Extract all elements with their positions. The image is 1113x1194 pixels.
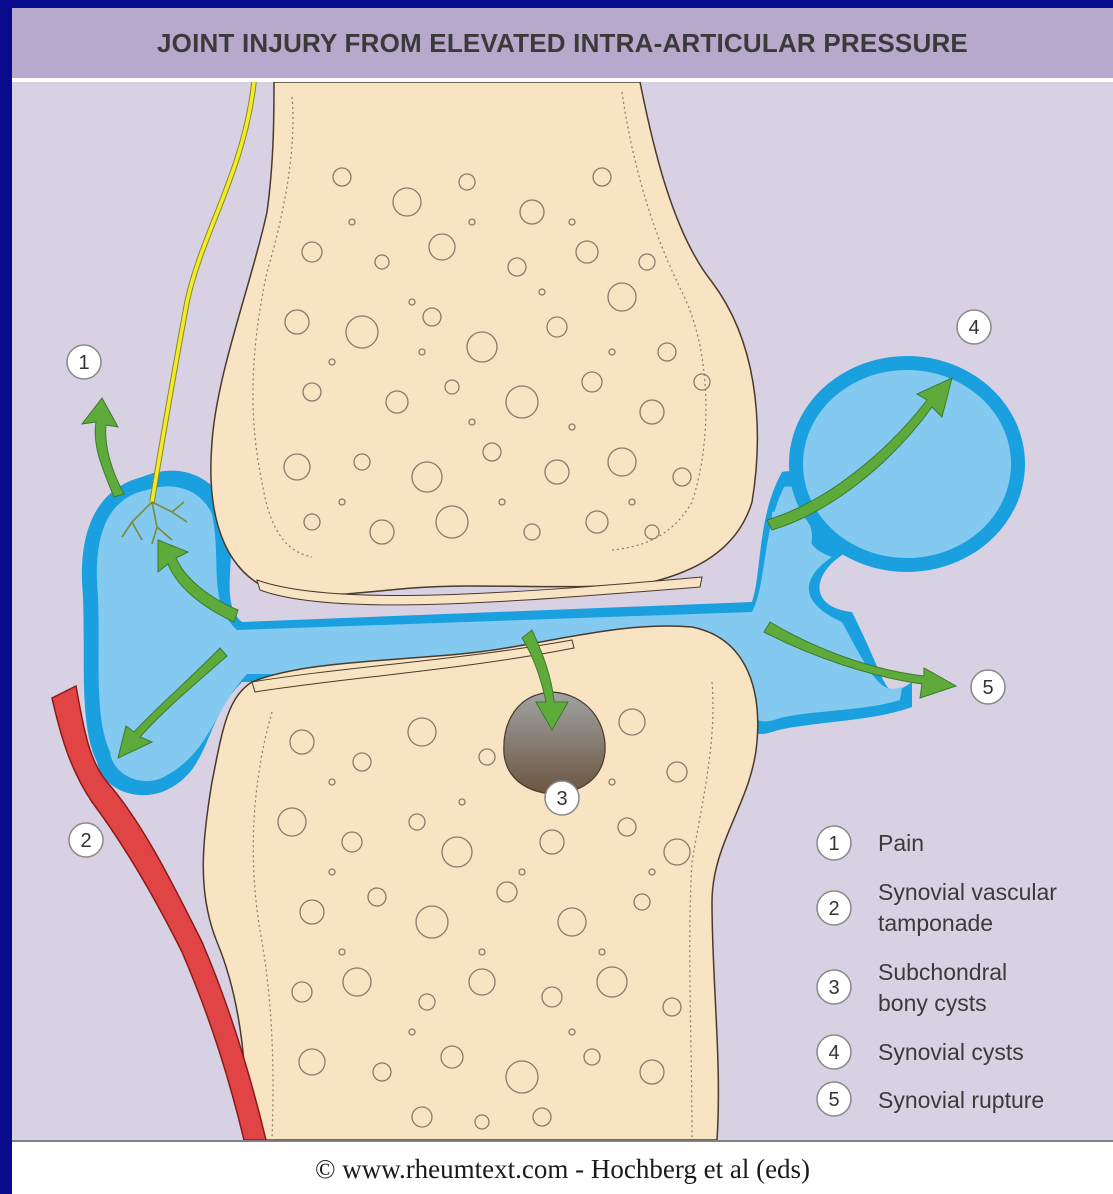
legend-item-3-text-line2: bony cysts bbox=[878, 990, 987, 1016]
callout-5-label: 5 bbox=[982, 677, 993, 699]
legend-item-5-number: 5 bbox=[828, 1089, 839, 1111]
figure-frame: JOINT INJURY FROM ELEVATED INTRA-ARTICUL… bbox=[12, 8, 1113, 1194]
legend-item-1-number: 1 bbox=[828, 833, 839, 855]
upper-bone-shape bbox=[211, 82, 758, 596]
callout-1-label: 1 bbox=[78, 352, 89, 374]
legend-item-4: 4 Synovial cysts bbox=[817, 1035, 1024, 1069]
legend-item-2-text-line2: tamponade bbox=[878, 910, 993, 936]
copyright-text: © www.rheumtext.com - Hochberg et al (ed… bbox=[315, 1154, 810, 1185]
callout-2-label: 2 bbox=[80, 830, 91, 852]
joint-diagram: 1 2 3 4 5 1 Pa bbox=[12, 82, 1113, 1140]
footer: © www.rheumtext.com - Hochberg et al (ed… bbox=[12, 1140, 1113, 1194]
lower-bone-shape bbox=[203, 626, 757, 1140]
figure-title: JOINT INJURY FROM ELEVATED INTRA-ARTICUL… bbox=[157, 28, 968, 59]
callout-4: 4 bbox=[957, 310, 991, 344]
callout-1: 1 bbox=[67, 345, 101, 379]
legend-item-2-text-line1: Synovial vascular bbox=[878, 879, 1057, 905]
synovial-cyst-fluid bbox=[803, 370, 1011, 558]
legend-item-4-number: 4 bbox=[828, 1042, 839, 1064]
title-bar: JOINT INJURY FROM ELEVATED INTRA-ARTICUL… bbox=[12, 8, 1113, 82]
callout-3-label: 3 bbox=[556, 788, 567, 810]
legend-item-3-text-line1: Subchondral bbox=[878, 959, 1007, 985]
callout-4-label: 4 bbox=[968, 317, 979, 339]
legend-item-3-number: 3 bbox=[828, 977, 839, 999]
callout-5: 5 bbox=[971, 670, 1005, 704]
arrow-pain bbox=[82, 398, 124, 497]
legend-item-4-text: Synovial cysts bbox=[878, 1039, 1024, 1065]
legend-item-5: 5 Synovial rupture bbox=[817, 1082, 1044, 1116]
legend-item-1-text: Pain bbox=[878, 830, 924, 856]
legend-item-2: 2 Synovial vascular tamponade bbox=[817, 879, 1057, 936]
legend: 1 Pain 2 Synovial vascular tamponade 3 S… bbox=[817, 826, 1057, 1116]
upper-bone bbox=[211, 82, 758, 605]
callout-2: 2 bbox=[69, 823, 103, 857]
legend-item-2-number: 2 bbox=[828, 898, 839, 920]
legend-item-1: 1 Pain bbox=[817, 826, 924, 860]
lower-bone bbox=[203, 626, 757, 1140]
callout-3: 3 bbox=[545, 781, 579, 815]
legend-item-5-text: Synovial rupture bbox=[878, 1087, 1044, 1113]
legend-item-3: 3 Subchondral bony cysts bbox=[817, 959, 1007, 1016]
